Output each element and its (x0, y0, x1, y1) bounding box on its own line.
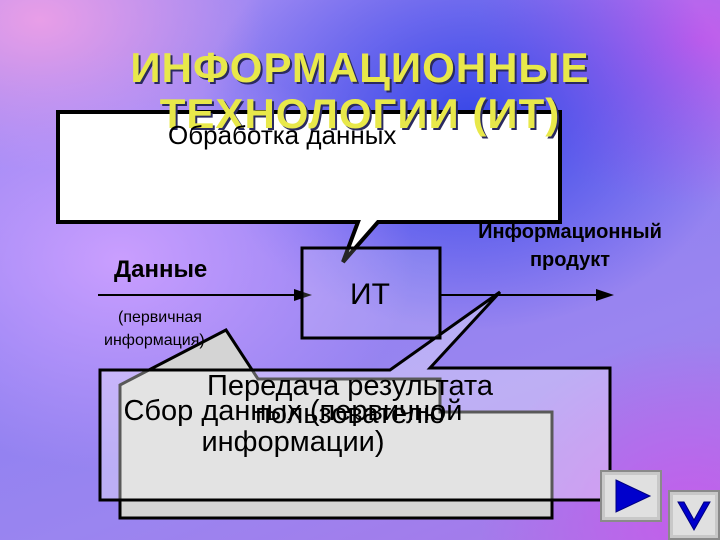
return-button[interactable] (668, 490, 720, 542)
slide-title-line2: ТЕХНОЛОГИИ (ИТ) (159, 90, 561, 137)
slide-title-line1: ИНФОРМАЦИОННЫЕ (130, 44, 590, 91)
product-label-line2: продукт (529, 249, 611, 271)
output-arrow-head (596, 289, 614, 301)
input-label: Данные (114, 256, 208, 283)
product-label: Информационный продукт (452, 218, 688, 274)
next-slide-button[interactable] (600, 470, 662, 522)
processing-callout (56, 110, 562, 264)
it-label: ИТ (350, 278, 390, 311)
return-arrow-icon (668, 490, 720, 540)
play-triangle-icon (600, 470, 662, 522)
input-sublabel-line2: информация) (104, 332, 205, 349)
transfer-callout (98, 290, 612, 502)
input-sublabel-line1: (первичная (118, 309, 202, 326)
it-box (300, 246, 442, 340)
transfer-label: Передача результата пользователю (206, 370, 494, 430)
collect-label: Сбор данных (первичной информации) (123, 395, 463, 458)
processing-label: Обработка данных (168, 120, 397, 150)
product-label-line1: Информационный (478, 221, 662, 243)
collect-callout (118, 328, 554, 520)
